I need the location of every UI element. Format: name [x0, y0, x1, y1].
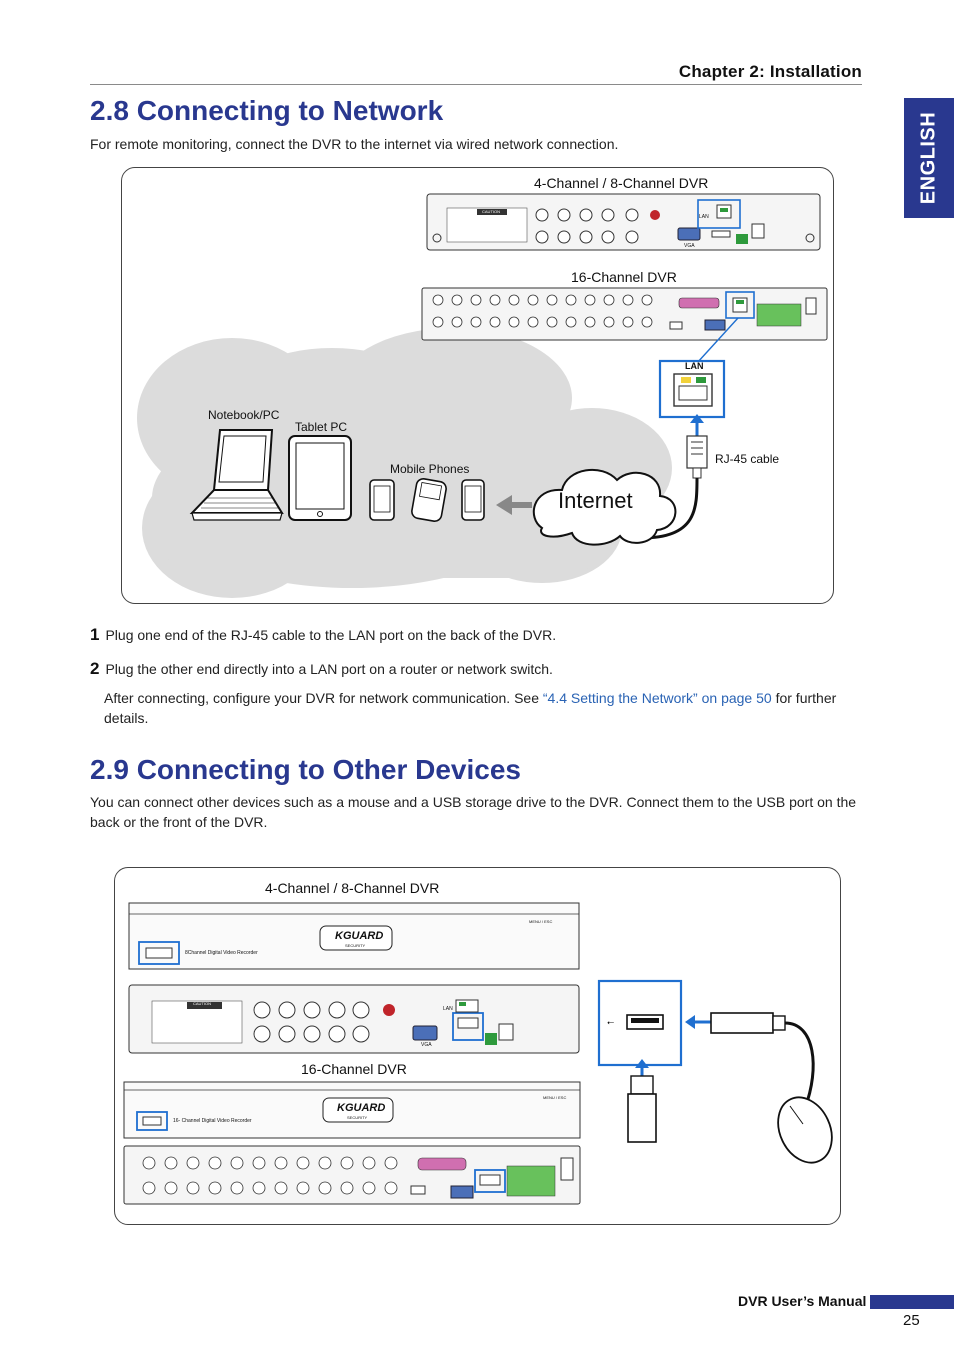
devices-diagram: ⭠ — [123, 902, 833, 1205]
devices-vga-label: VGA — [421, 1042, 432, 1048]
footer-accent-bar — [870, 1295, 954, 1309]
usb-flash-drive — [627, 1075, 657, 1143]
network-intro: For remote monitoring, connect the DVR t… — [90, 136, 619, 152]
chapter-heading: Chapter 2: Installation — [678, 62, 862, 81]
after-note-pre: After connecting, configure your DVR for… — [104, 690, 543, 706]
dvr-4-8-label: 4-Channel / 8-Channel DVR — [534, 175, 709, 191]
step-2: 2 Plug the other end directly into a LAN … — [90, 659, 870, 679]
dvr-4-8-caution-label: CAUTION — [482, 209, 500, 214]
svg-text:⭠: ⭠ — [607, 1018, 614, 1028]
usb-mouse-cable — [710, 1012, 815, 1109]
after-note-post: for further details. — [104, 690, 837, 726]
phone-illustrations — [369, 478, 485, 522]
manual-title: DVR User’s Manual — [738, 1293, 867, 1309]
step-1-number: 1 — [90, 625, 100, 644]
brand-sub-8: SECURITY — [345, 943, 366, 948]
dvr-16-rear — [123, 1145, 581, 1205]
brand-logo-8: KGUARD — [335, 930, 384, 942]
step-1: 1 Plug one end of the RJ-45 cable to the … — [90, 625, 870, 645]
rj45-cable-label: RJ-45 cable — [715, 452, 780, 466]
step-2-text: Plug the other end directly into a LAN p… — [105, 661, 553, 677]
dvr-16-label: 16-Channel DVR — [571, 269, 677, 285]
internet-label: Internet — [558, 488, 633, 513]
dvr-4-8-rear — [426, 193, 821, 251]
dvr-4-8-vga-label: VGA — [684, 243, 695, 249]
devices-caution-label: CAUTION — [193, 1001, 211, 1006]
step-2-number: 2 — [90, 659, 100, 678]
after-connecting-note: After connecting, configure your DVR for… — [104, 688, 844, 728]
tablet-illustration — [288, 435, 352, 521]
language-tab: ENGLISH — [904, 98, 954, 218]
mouse-illustration — [777, 1096, 833, 1164]
step-1-text: Plug one end of the RJ-45 cable to the L… — [105, 627, 557, 643]
notebook-label: Notebook/PC — [208, 408, 280, 422]
lan-port-zoom — [658, 359, 726, 419]
front-16-text: 16- Channel Digital Video Recorder — [173, 1118, 252, 1124]
devices-diagram-panel: ⭠ 4-Channel / 8-Channel DVR 16-Channel D… — [114, 867, 841, 1225]
dvr-8-rear — [128, 984, 580, 1054]
devices-lan-label: LAN — [443, 1006, 453, 1012]
dvr-8-front — [128, 902, 580, 970]
front-8-text: 8Channel Digital Video Recorder — [185, 950, 258, 956]
menu-esc-label-8: MENU / ESC — [529, 919, 553, 924]
dvr-16-rear — [421, 287, 828, 341]
devices-dvr-4-8-label: 4-Channel / 8-Channel DVR — [265, 880, 440, 896]
brand-logo-16: KGUARD — [337, 1102, 386, 1114]
dvr-16-front — [123, 1081, 581, 1139]
section-title-devices: 2.9 Connecting to Other Devices — [90, 754, 521, 785]
tablet-label: Tablet PC — [295, 420, 348, 434]
network-diagram — [137, 193, 828, 598]
internet-cloud — [532, 468, 677, 546]
devices-intro: You can connect other devices such as a … — [90, 794, 857, 830]
notebook-illustration — [189, 429, 284, 521]
section-title-network: 2.8 Connecting to Network — [90, 95, 444, 126]
page-number: 25 — [903, 1312, 920, 1329]
mobile-phones-label: Mobile Phones — [390, 462, 470, 476]
language-tab-label: ENGLISH — [917, 111, 940, 205]
brand-sub-16: SECURITY — [347, 1115, 368, 1120]
header-rule — [90, 84, 862, 85]
dvr-4-8-lan-label: LAN — [699, 214, 709, 220]
menu-esc-label-16: MENU / ESC — [543, 1095, 567, 1100]
network-diagram-panel: 4-Channel / 8-Channel DVR 16-Channel DVR… — [121, 167, 834, 604]
devices-dvr-16-label: 16-Channel DVR — [301, 1061, 407, 1077]
network-settings-link[interactable]: “4.4 Setting the Network” on page 50 — [542, 690, 772, 706]
rj45-plug — [686, 435, 708, 479]
usb-port-zoom: ⭠ — [597, 979, 683, 1067]
lan-zoom-label: LAN — [685, 361, 704, 371]
